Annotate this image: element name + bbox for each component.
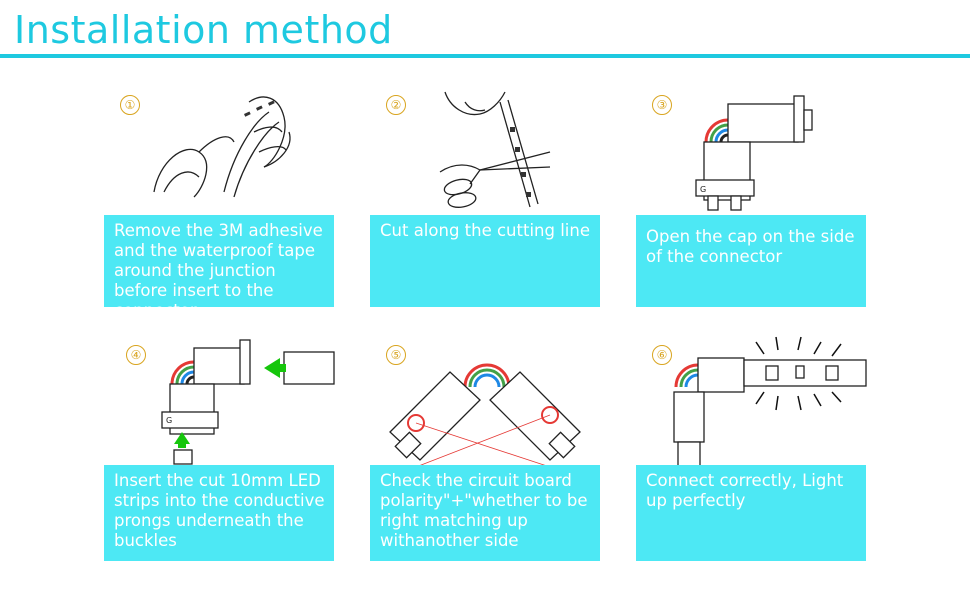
caption-box: Cut along the cutting line (370, 215, 600, 307)
polarity-check-icon (389, 363, 581, 468)
step-5: ⑤ Check the circuit board polarity"+"whe… (370, 342, 600, 592)
step-4: G ④ Insert the cut 10mm LED strips into … (104, 339, 335, 592)
step-number: ⑤ (386, 345, 406, 365)
svg-text:G: G (166, 416, 172, 425)
strip-lit-up-icon (673, 336, 867, 469)
hands-peeling-tape-icon (153, 96, 291, 198)
step-caption: Check the circuit board polarity"+"wheth… (380, 471, 588, 550)
step-caption: Open the cap on the side of the connecto… (646, 227, 855, 266)
step-6: ⑥ Connect correctly, Light up perfectly (636, 336, 867, 592)
step-number: ① (120, 95, 140, 115)
page-title: Installation method (14, 8, 393, 52)
step-caption: Cut along the cutting line (380, 221, 590, 240)
step-3: G ③ Open the cap on the side of the conn… (636, 92, 866, 342)
caption-box: Insert the cut 10mm LED strips into the … (104, 465, 334, 561)
step-caption: Remove the 3M adhesive and the waterproo… (114, 221, 323, 320)
svg-text:G: G (700, 185, 706, 194)
l-connector-open-cap-icon: G (695, 95, 813, 211)
step-caption: Insert the cut 10mm LED strips into the … (114, 471, 325, 550)
step-number: ⑥ (652, 345, 672, 365)
step-caption: Connect correctly, Light up perfectly (646, 471, 844, 510)
caption-box: Check the circuit board polarity"+"wheth… (370, 465, 600, 561)
step-number: ④ (126, 345, 146, 365)
title-underline (0, 54, 970, 58)
step-2: ② Cut along the cutting line (370, 91, 600, 342)
caption-box: Open the cap on the side of the connecto… (636, 215, 866, 307)
caption-box: Remove the 3M adhesive and the waterproo… (104, 215, 334, 320)
insert-strip-arrows-icon: G (161, 339, 335, 465)
step-number: ② (386, 95, 406, 115)
step-number: ③ (652, 95, 672, 115)
caption-box: Connect correctly, Light up perfectly (636, 465, 866, 561)
scissors-cutting-strip-icon (439, 91, 551, 208)
step-1: ① Remove the 3M adhesive and the waterpr… (104, 92, 334, 342)
